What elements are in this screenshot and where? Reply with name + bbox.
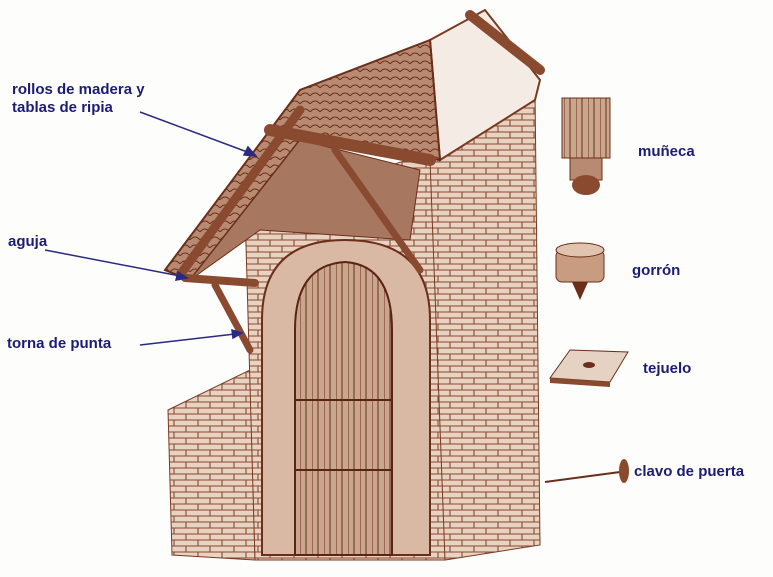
gorron-drawing bbox=[555, 242, 605, 300]
clavo-drawing bbox=[544, 459, 629, 483]
label-muneca: muñeca bbox=[638, 143, 695, 160]
tejuelo-drawing bbox=[549, 349, 629, 387]
muneca-drawing bbox=[561, 97, 611, 195]
label-tejuelo: tejuelo bbox=[643, 360, 692, 377]
label-rollos-line2: tablas de ripia bbox=[12, 99, 113, 116]
door bbox=[294, 260, 393, 556]
label-rollos: rollos de madera y tablas de ripia bbox=[12, 81, 145, 117]
roof-underside bbox=[189, 139, 421, 281]
label-gorron: gorrón bbox=[632, 262, 681, 279]
label-aguja: aguja bbox=[8, 233, 48, 250]
leader-lines bbox=[44, 111, 258, 346]
side-wall bbox=[429, 89, 541, 561]
label-rollos-line1: rollos de madera y bbox=[12, 81, 145, 98]
label-torna: torna de punta bbox=[7, 335, 112, 352]
needle-beam bbox=[181, 274, 259, 287]
low-wall bbox=[167, 369, 256, 561]
strut bbox=[211, 281, 254, 354]
label-clavo: clavo de puerta bbox=[634, 463, 745, 480]
